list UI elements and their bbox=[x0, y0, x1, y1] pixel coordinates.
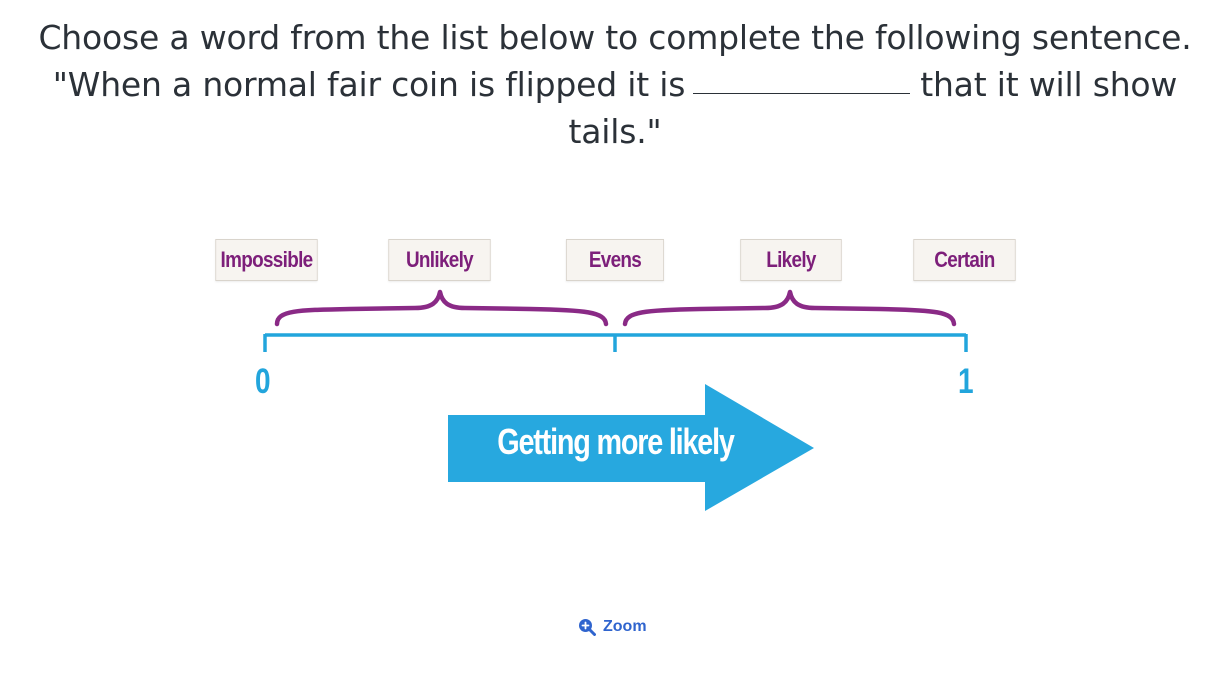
question-text: Choose a word from the list below to com… bbox=[0, 14, 1230, 155]
label-one: 1 bbox=[957, 362, 974, 401]
question-line-1: Choose a word from the list below to com… bbox=[38, 18, 1192, 57]
left-brace bbox=[274, 289, 609, 327]
sentence-start: "When a normal fair coin is flipped it i… bbox=[52, 65, 686, 104]
zoom-in-icon bbox=[579, 619, 596, 636]
word-likely: Likely bbox=[740, 239, 842, 281]
word-impossible: Impossible bbox=[215, 239, 318, 281]
right-brace bbox=[622, 289, 957, 327]
sentence-end: that it will show bbox=[920, 65, 1178, 104]
question-line-2: "When a normal fair coin is flipped it i… bbox=[0, 61, 1230, 108]
word-unlikely: Unlikely bbox=[388, 239, 491, 281]
direction-arrow bbox=[448, 384, 814, 511]
probability-scale-image: Impossible Unlikely Evens Likely Certain… bbox=[200, 232, 1030, 522]
answer-blank bbox=[693, 92, 911, 94]
probability-scale-graphic bbox=[263, 289, 968, 511]
zoom-button[interactable]: Zoom bbox=[578, 615, 647, 639]
zoom-label: Zoom bbox=[603, 618, 647, 635]
label-zero: 0 bbox=[254, 362, 271, 401]
word-evens: Evens bbox=[565, 239, 665, 281]
question-line-3: tails." bbox=[568, 112, 662, 151]
word-certain: Certain bbox=[913, 239, 1016, 281]
arrow-label: Getting more likely bbox=[497, 421, 735, 462]
